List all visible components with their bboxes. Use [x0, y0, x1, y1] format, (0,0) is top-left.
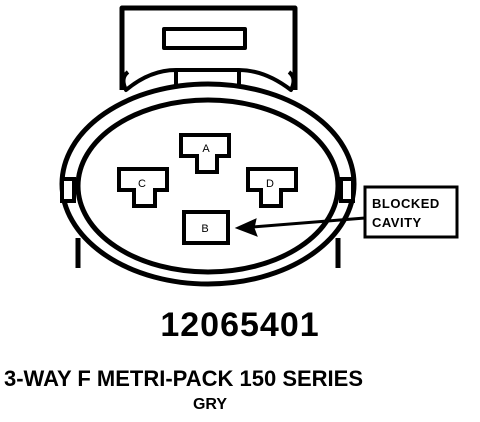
connector-lock-tab: [119, 5, 298, 92]
callout-line-2: CAVITY: [372, 215, 422, 230]
right-latch: [339, 177, 355, 203]
part-number: 12065401: [160, 306, 320, 344]
blocked-cavity-callout: BLOCKED CAVITY: [363, 185, 459, 239]
callout-arrow: [234, 216, 366, 237]
callout-line-1: BLOCKED: [372, 196, 440, 211]
connector-diagram: A C D B BLOCKED CAVITY: [59, 5, 459, 287]
cavity-c-label: C: [138, 178, 146, 190]
cavity-d-label: D: [266, 178, 274, 190]
cavity-b-label: B: [201, 223, 208, 235]
cavity-a: A: [179, 133, 231, 174]
cavity-b-blocked: B: [182, 210, 230, 245]
connector-name: 3-WAY F METRI-PACK 150 SERIES: [4, 366, 364, 391]
connector-color: GRY: [192, 396, 228, 413]
cavity-a-label: A: [202, 143, 210, 155]
left-latch: [60, 177, 76, 203]
side-latches: [60, 177, 355, 203]
cavity-d: D: [246, 167, 298, 208]
connector-body: [59, 81, 357, 287]
cavity-c: C: [117, 167, 169, 208]
